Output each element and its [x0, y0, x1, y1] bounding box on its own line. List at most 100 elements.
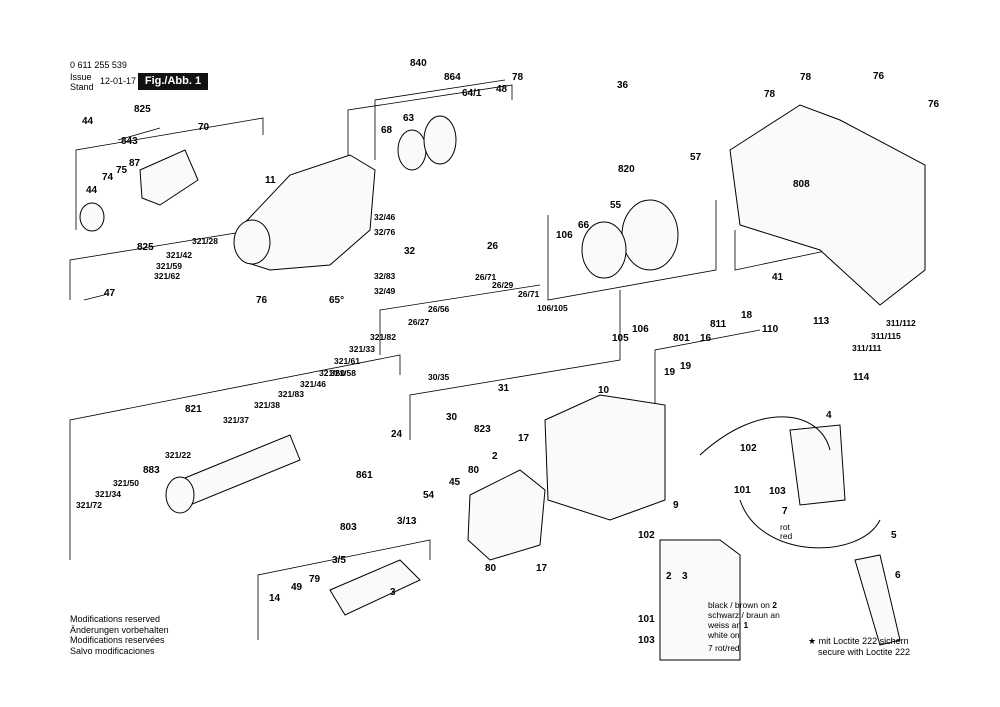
- bearing-64: [423, 115, 457, 165]
- part-label-321-62: 321/62: [154, 271, 180, 281]
- part-label-864: 864: [444, 72, 461, 83]
- part-label-74: 74: [102, 172, 114, 183]
- part-label-321-58: 321/58: [330, 368, 356, 378]
- part-label-3: 3: [682, 571, 688, 582]
- part-label-321-83: 321/83: [278, 389, 304, 399]
- part-label-321-46: 321/46: [300, 379, 326, 389]
- part-label-48: 48: [496, 84, 508, 95]
- part-label-26-27: 26/27: [408, 317, 430, 327]
- part-label-32-49: 32/49: [374, 286, 396, 296]
- wire-note-red: 7 rot/red: [708, 643, 740, 653]
- part-label-321-34: 321/34: [95, 489, 121, 499]
- housing-front-ring: [233, 219, 271, 265]
- part-label-321-72: 321/72: [76, 500, 102, 510]
- loctite-note: ★ mit Loctite 222 sichern secure with Lo…: [808, 636, 910, 658]
- cord-shape: [854, 554, 901, 646]
- rot-label: rot: [780, 522, 790, 532]
- wire-white-num: 1: [743, 620, 749, 630]
- part-label-321-42: 321/42: [166, 250, 192, 260]
- part-label-70: 70: [198, 122, 210, 133]
- switch-shape: [789, 424, 846, 506]
- part-label-321-37: 321/37: [223, 415, 249, 425]
- spindle-gear: [165, 476, 195, 514]
- figure-label: Fig./Abb. 1: [138, 73, 208, 90]
- wire-black-brown-de: schwarz / braun an: [708, 610, 780, 620]
- red-label: red: [780, 531, 793, 541]
- part-label-106-105: 106/105: [537, 303, 568, 313]
- part-label-24: 24: [391, 429, 403, 440]
- wire-note-white: weiss an 1 white on: [708, 620, 748, 640]
- part-label-101: 101: [638, 614, 655, 625]
- part-label-80: 80: [485, 563, 497, 574]
- part-label-17: 17: [518, 433, 530, 444]
- part-label-311-112: 311/112: [886, 318, 916, 328]
- spindle-shape: [179, 434, 301, 506]
- part-label-87: 87: [129, 158, 141, 169]
- part-label-76: 76: [928, 99, 940, 110]
- part-label-76: 76: [256, 295, 268, 306]
- part-label-36: 36: [617, 80, 629, 91]
- part-label-3-5: 3/5: [332, 555, 346, 566]
- part-label-9: 9: [673, 500, 679, 511]
- wire-black-brown-en: black / brown on: [708, 600, 770, 610]
- note-line-es: Salvo modificaciones: [70, 645, 155, 656]
- part-label-32-83: 32/83: [374, 271, 396, 281]
- wiring-inset: [659, 539, 741, 661]
- part-label-47: 47: [104, 288, 116, 299]
- note-line-de: Änderungen vorbehalten: [70, 624, 169, 635]
- part-label-2: 2: [492, 451, 498, 462]
- part-label-18: 18: [741, 310, 753, 321]
- part-number: 0 611 255 539: [70, 60, 127, 70]
- part-label-321-38: 321/38: [254, 400, 280, 410]
- part-label-78: 78: [764, 89, 776, 100]
- loctite-line-2: secure with Loctite 222: [818, 647, 911, 657]
- part-label-68: 68: [381, 125, 393, 136]
- gear-55: [581, 221, 627, 279]
- part-label-106: 106: [632, 324, 649, 335]
- part-label-4: 4: [826, 410, 832, 421]
- part-label-883: 883: [143, 465, 160, 476]
- bearing-63: [397, 129, 427, 171]
- note-line-en: Modifications reserved: [70, 614, 161, 624]
- modifications-notes: Modifications reserved Änderungen vorbeh…: [70, 614, 169, 656]
- part-label-16: 16: [700, 333, 712, 344]
- part-label-102: 102: [740, 443, 757, 454]
- part-label-26-71: 26/71: [518, 289, 540, 299]
- part-label-54: 54: [423, 490, 435, 501]
- part-label-823: 823: [474, 424, 491, 435]
- part-label-76: 76: [873, 71, 885, 82]
- part-label-64-1: 64/1: [462, 88, 482, 99]
- part-label-32-46: 32/46: [374, 212, 396, 222]
- motor-housing-shape: [544, 394, 666, 521]
- part-label-106: 106: [556, 230, 573, 241]
- part-label-840: 840: [410, 58, 427, 69]
- part-label-19: 19: [664, 367, 676, 378]
- part-label-321-50: 321/50: [113, 478, 139, 488]
- part-label-825: 825: [137, 242, 154, 253]
- part-label-7: 7: [782, 506, 788, 517]
- part-label-321-33: 321/33: [349, 344, 375, 354]
- part-label-49: 49: [291, 582, 303, 593]
- part-label-321-28: 321/28: [192, 236, 218, 246]
- part-label-101: 101: [734, 485, 751, 496]
- wire-black-brown-num: 2: [772, 600, 778, 610]
- armature-shape: [329, 559, 421, 616]
- part-label-19: 19: [680, 361, 692, 372]
- part-label-32-76: 32/76: [374, 227, 396, 237]
- loctite-star-icon: ★: [808, 636, 817, 646]
- stator-shape: [467, 469, 546, 561]
- part-label-113: 113: [813, 316, 830, 327]
- part-label-3-13: 3/13: [397, 516, 417, 527]
- part-label-44: 44: [86, 185, 98, 196]
- part-label-803: 803: [340, 522, 357, 533]
- wire-white-de: weiss an: [708, 620, 742, 630]
- part-label-10: 10: [598, 385, 610, 396]
- part-label-821: 821: [185, 404, 202, 415]
- part-label-41: 41: [772, 272, 784, 283]
- part-label-110: 110: [762, 324, 779, 335]
- part-label-26-56: 26/56: [428, 304, 450, 314]
- wire-102: [699, 416, 831, 456]
- wire-101: [739, 499, 881, 549]
